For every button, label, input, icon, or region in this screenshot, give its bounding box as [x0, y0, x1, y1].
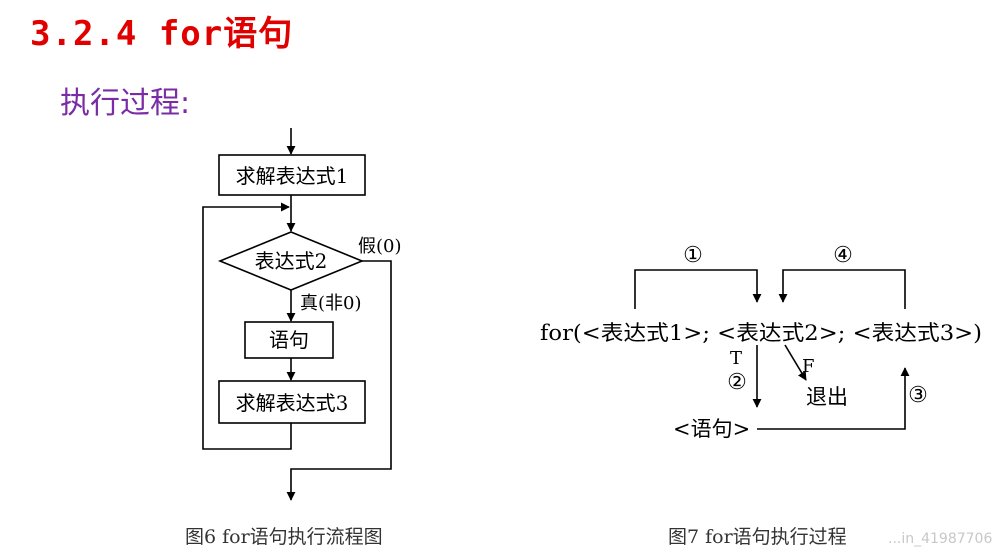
body-box: [244, 321, 334, 359]
for-syntax-line: for(<表达式1>; <表达式2>; <表达式3>): [540, 321, 982, 345]
true-letter: T: [730, 348, 742, 369]
false-letter: F: [802, 356, 815, 377]
syntax-diagram: [634, 269, 910, 430]
init-box-label: 求解表达式1: [236, 164, 349, 188]
marker-4: ④: [833, 243, 853, 268]
marker-3: ③: [908, 383, 928, 408]
marker-1: ①: [683, 243, 703, 268]
loop-back-arrow: [202, 202, 292, 450]
condition-false-arrow: [286, 260, 392, 501]
true-label: 真(非0): [300, 293, 362, 314]
figure7-caption: 图7 for语句执行过程: [668, 526, 847, 548]
update-box: [218, 380, 366, 424]
update-box-label: 求解表达式3: [236, 391, 349, 415]
marker-2: ②: [727, 370, 747, 395]
condition-label: 表达式2: [255, 249, 328, 273]
statement-label: <语句>: [673, 417, 750, 441]
init-box: [218, 154, 366, 196]
step3-arrow: [757, 367, 910, 430]
step4-arrow: [778, 269, 906, 309]
false-label: 假(0): [358, 236, 402, 257]
flowchart: [202, 128, 392, 501]
figure6-caption: 图6 for语句执行流程图: [185, 526, 383, 548]
false-exit-arrow: [784, 344, 807, 381]
page-title: 3.2.4 for语句: [30, 14, 294, 54]
body-box-label: 语句: [269, 328, 309, 352]
step1-arrow: [634, 269, 762, 309]
exit-label: 退出: [806, 385, 848, 409]
section-subtitle: 执行过程:: [60, 86, 191, 121]
watermark: ...in_41987706: [888, 531, 992, 547]
